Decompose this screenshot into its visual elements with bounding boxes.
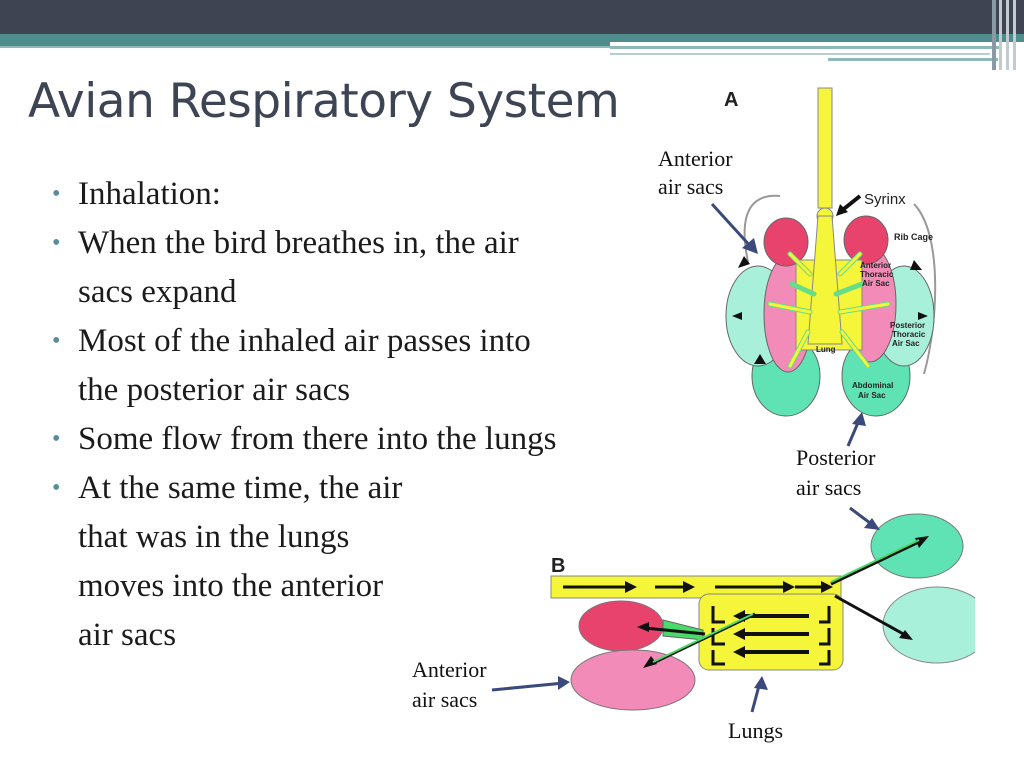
bullet-continuation: moves into the anterior <box>78 568 384 604</box>
callout-line: Anterior <box>412 657 487 682</box>
label-anterior-thoracic: Thoracic <box>860 270 894 279</box>
callout-line: air sacs <box>796 475 862 500</box>
callout-posterior-air-sacs: Posterior air sacs <box>796 443 875 503</box>
lung-curved-arrows <box>711 606 831 666</box>
bullet-continuation: that was in the lungs <box>78 519 350 555</box>
callout-line: air sacs <box>412 687 478 712</box>
diagram-a-letter: A <box>724 89 738 111</box>
callout-lungs: Lungs <box>728 718 783 743</box>
label-anterior-thoracic: Anterior <box>860 261 891 270</box>
callout-line: Anterior <box>658 146 733 171</box>
bullet-item: Most of the inhaled air passes into <box>48 317 556 366</box>
bullet-item: At the same time, the air <box>48 464 556 513</box>
anterior-air-sac-pink <box>570 649 696 711</box>
header-band <box>0 0 1024 70</box>
label-abdominal: Air Sac <box>858 391 886 400</box>
posterior-air-sac-lower <box>882 586 975 664</box>
page-title: Avian Respiratory System <box>28 74 620 129</box>
bullet-continuation: sacs expand <box>78 274 237 310</box>
flow-line-upper-sac <box>830 538 924 586</box>
bullet-list: Inhalation: When the bird breathes in, t… <box>48 170 556 660</box>
diagram-b-airflow: B <box>550 513 975 711</box>
bullet-continuation: air sacs <box>78 617 177 653</box>
flow-arrows-small <box>732 256 928 364</box>
trachea <box>817 87 833 209</box>
diagram-a-ventral-view: A Syrinx Rib Cage Anterior Thorac <box>724 87 937 417</box>
main-bronchus <box>550 575 842 599</box>
label-rib-cage: Rib Cage <box>894 232 933 242</box>
label-syrinx: Syrinx <box>864 191 906 208</box>
posterior-air-sac-upper <box>870 513 964 579</box>
callout-anterior-air-sacs-top: Anterior air sacs <box>658 144 733 202</box>
cervical-sac-right <box>843 215 889 265</box>
lung-flow-arrows <box>745 614 809 654</box>
diagram-b-letter: B <box>551 555 565 577</box>
bullet-item: Some flow from there into the lungs <box>48 415 556 464</box>
anterior-air-sac-red <box>578 600 664 652</box>
label-lung: Lung <box>816 345 836 354</box>
bullet-item: Inhalation: <box>48 170 556 219</box>
label-posterior-thoracic: Thoracic <box>892 330 926 339</box>
bronchi <box>807 215 843 345</box>
callout-line: Posterior <box>796 445 876 470</box>
bullet-continuation: the posterior air sacs <box>78 372 351 408</box>
callout-anterior-air-sacs-bottom: Anterior air sacs <box>412 655 487 715</box>
flow-line-lower-sac <box>834 594 908 638</box>
rib-cage-right <box>913 203 937 375</box>
bullet-item: When the bird breathes in, the air <box>48 219 556 268</box>
cervical-sac-left <box>763 217 809 267</box>
label-posterior-thoracic: Air Sac <box>892 339 920 348</box>
callout-line: air sacs <box>658 174 724 199</box>
label-abdominal: Abdominal <box>852 381 893 390</box>
label-posterior-thoracic: Posterior <box>890 321 925 330</box>
label-anterior-thoracic: Air Sac <box>862 279 890 288</box>
